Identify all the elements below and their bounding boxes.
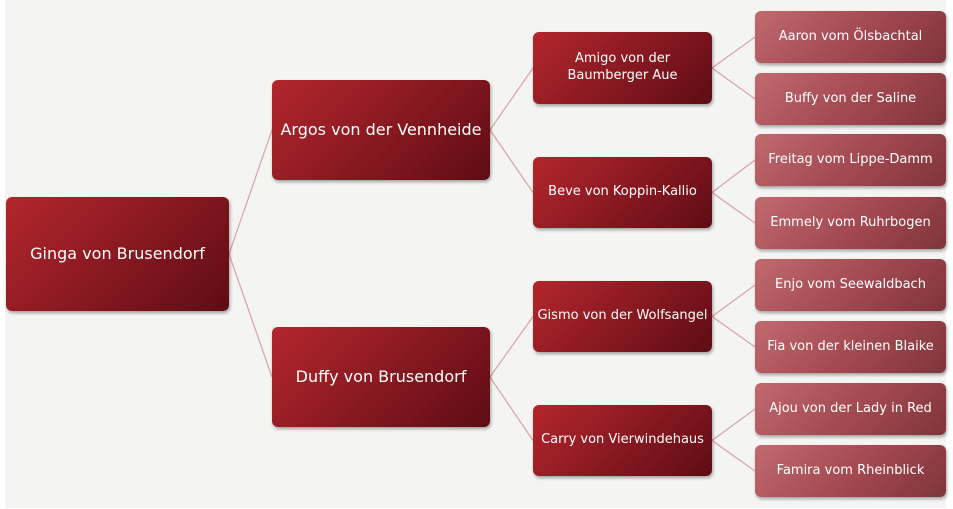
node-great-grandparent-1-label: Aaron vom Ölsbachtal — [778, 28, 923, 44]
node-parent-dam-label: Duffy von Brusendorf — [295, 366, 467, 386]
node-great-grandparent-6: Fia von der kleinen Blaike — [755, 321, 946, 373]
connector-parent-sire-to-grandparent-2 — [489, 129, 534, 193]
connector-grandparent-1-to-great-grandparent-2 — [711, 67, 756, 100]
node-great-grandparent-4: Emmely vom Ruhrbogen — [755, 197, 946, 249]
node-great-grandparent-8-label: Famira vom Rheinblick — [776, 462, 925, 478]
node-grandparent-3-label: Gismo von der Wolfsangel — [537, 308, 708, 324]
node-grandparent-4: Carry von Vierwindehaus — [533, 405, 712, 476]
node-root: Ginga von Brusendorf — [6, 197, 229, 311]
connector-parent-dam-to-grandparent-4 — [489, 376, 534, 441]
node-root-label: Ginga von Brusendorf — [30, 243, 205, 263]
node-great-grandparent-3: Freitag vom Lippe-Damm — [755, 134, 946, 186]
node-grandparent-2-label: Beve von Koppin-Kallio — [548, 184, 697, 200]
node-great-grandparent-2: Buffy von der Saline — [755, 73, 946, 125]
node-grandparent-1-label: Amigo von der Baumberger Aue — [567, 51, 678, 83]
node-great-grandparent-5-label: Enjo vom Seewaldbach — [775, 276, 926, 292]
node-great-grandparent-8: Famira vom Rheinblick — [755, 445, 946, 497]
node-grandparent-4-label: Carry von Vierwindehaus — [541, 432, 704, 448]
connector-parent-dam-to-grandparent-3 — [489, 316, 534, 378]
connector-grandparent-2-to-great-grandparent-3 — [711, 159, 756, 193]
connector-grandparent-3-to-great-grandparent-6 — [711, 316, 756, 348]
node-grandparent-1: Amigo von der Baumberger Aue — [533, 32, 712, 104]
connector-grandparent-4-to-great-grandparent-7 — [711, 408, 756, 441]
node-parent-sire-label: Argos von der Vennheide — [280, 119, 482, 139]
connector-root-to-parent-dam — [228, 253, 273, 378]
node-parent-dam: Duffy von Brusendorf — [272, 327, 490, 427]
node-great-grandparent-7: Ajou von der Lady in Red — [755, 383, 946, 435]
node-grandparent-2: Beve von Koppin-Kallio — [533, 157, 712, 228]
connector-grandparent-1-to-great-grandparent-1 — [711, 36, 756, 69]
node-grandparent-3: Gismo von der Wolfsangel — [533, 281, 712, 352]
connector-root-to-parent-sire — [228, 129, 273, 255]
connector-parent-sire-to-grandparent-1 — [489, 67, 534, 131]
node-great-grandparent-4-label: Emmely vom Ruhrbogen — [770, 214, 931, 230]
node-parent-sire: Argos von der Vennheide — [272, 80, 490, 180]
connector-grandparent-2-to-great-grandparent-4 — [711, 192, 756, 224]
node-great-grandparent-7-label: Ajou von der Lady in Red — [769, 400, 932, 416]
node-great-grandparent-5: Enjo vom Seewaldbach — [755, 259, 946, 311]
node-great-grandparent-2-label: Buffy von der Saline — [784, 90, 917, 106]
connector-grandparent-3-to-great-grandparent-5 — [711, 284, 756, 317]
node-great-grandparent-1: Aaron vom Ölsbachtal — [755, 11, 946, 63]
connector-grandparent-4-to-great-grandparent-8 — [711, 440, 756, 472]
node-great-grandparent-6-label: Fia von der kleinen Blaike — [767, 338, 934, 354]
node-great-grandparent-3-label: Freitag vom Lippe-Damm — [768, 151, 933, 167]
